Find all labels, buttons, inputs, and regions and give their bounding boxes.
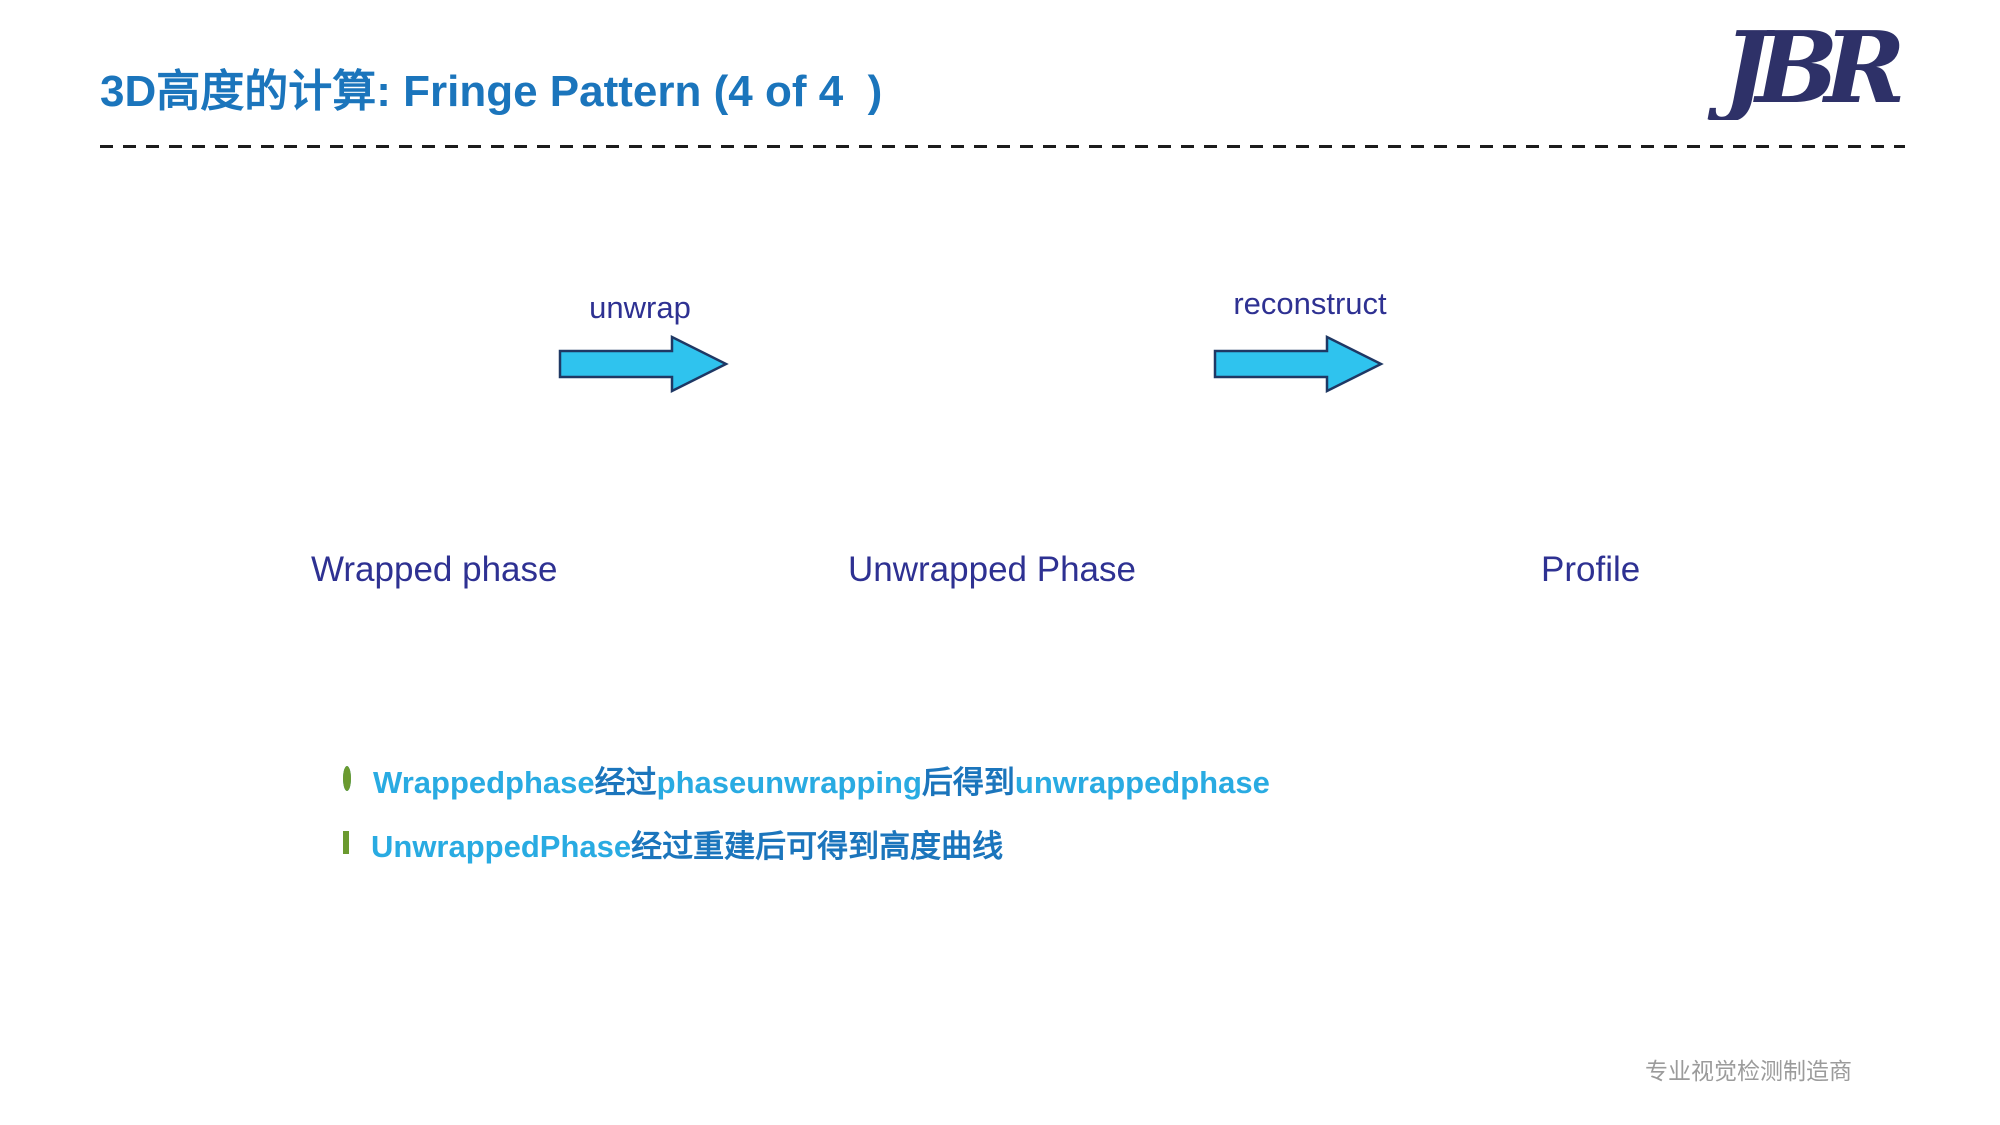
company-logo-monogram: JBR [1707,11,1901,120]
bullet-item-2: UnwrappedPhase经过重建后可得到高度曲线 [343,822,1270,864]
stage-label-profile: Profile [1541,550,1641,589]
slide-title: 3D高度的计算: Fringe Pattern (4 of 4 ) [100,67,883,116]
stage-label-unwrapped-phase: Unwrapped Phase [848,550,1136,589]
title-divider-dashed-line [100,145,1905,148]
bullet-1-segment: unwrappedphase [1014,764,1270,800]
bullet-text-1: Wrappedphase经过phaseunwrapping后得到unwrappe… [373,757,1270,802]
bullet-2-segment: UnwrappedPhase [371,828,632,864]
bullet-1-segment: 后得到 [921,764,1015,800]
bullet-item-1: Wrappedphase经过phaseunwrapping后得到unwrappe… [343,758,1270,800]
bullet-1-segment: 经过 [594,764,657,800]
stage-label-wrapped-phase: Wrapped phase [311,550,558,589]
unwrap-arrow-label: unwrap [589,290,691,325]
unwrap-arrow-icon [558,334,729,394]
reconstruct-arrow-icon [1213,334,1384,394]
bullet-text-2: UnwrappedPhase经过重建后可得到高度曲线 [371,821,1003,866]
bullet-marker-diamond-icon [343,831,349,854]
bullet-2-segment: 经过重建后可得到高度曲线 [631,828,1004,864]
reconstruct-arrow-label: reconstruct [1233,286,1387,321]
bullet-marker-circle-icon [343,766,351,791]
bullet-1-segment: Wrappedphase [373,764,595,800]
bullet-1-segment: phaseunwrapping [656,764,922,800]
bullet-list: Wrappedphase经过phaseunwrapping后得到unwrappe… [343,758,1270,886]
footer-tagline: 专业视觉检测制造商 [1645,1058,1852,1084]
company-logo: JBR [1707,11,1905,120]
